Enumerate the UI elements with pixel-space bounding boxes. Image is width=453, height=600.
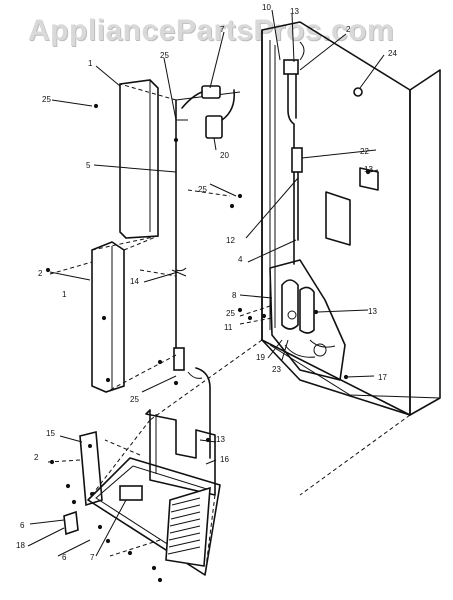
callout-13-lower: 13 — [368, 307, 377, 316]
callout-13-base: 13 — [216, 435, 225, 444]
control-components — [176, 85, 236, 139]
callout-2-left: 2 — [38, 269, 43, 278]
callout-25-right: 25 — [226, 309, 235, 318]
compressor-assembly — [269, 259, 346, 381]
callout-2-top: 2 — [346, 25, 351, 34]
callout-4: 4 — [238, 255, 243, 264]
callout-25-top: 25 — [160, 51, 169, 60]
callout-2-base: 2 — [34, 453, 39, 462]
callout-17: 17 — [378, 373, 387, 382]
base-grille — [87, 457, 221, 576]
callout-6-lower: 6 — [62, 553, 67, 562]
callout-10: 10 — [262, 3, 271, 12]
callout-12: 12 — [226, 236, 235, 245]
callout-18: 18 — [16, 541, 25, 550]
callout-19: 19 — [256, 353, 265, 362]
assembly-lines — [47, 83, 273, 576]
callout-8: 8 — [232, 291, 237, 300]
callout-6-upper: 6 — [20, 521, 25, 530]
small-plate — [63, 510, 79, 536]
callout-15: 15 — [46, 429, 55, 438]
callout-24: 24 — [388, 49, 397, 58]
callout-7-top: 7 — [220, 25, 225, 34]
callout-23: 23 — [272, 365, 281, 374]
callout-13-mid: 13 — [364, 165, 373, 174]
callout-1-upper: 1 — [88, 59, 93, 68]
callout-13-top: 13 — [290, 7, 299, 16]
callout-20: 20 — [220, 151, 229, 160]
callout-11: 11 — [224, 323, 233, 332]
insulation-strip-upper — [119, 79, 159, 239]
callout-leaders — [27, 9, 385, 557]
screws — [45, 103, 371, 583]
insulation-strip-lower — [91, 241, 125, 393]
callout-25-upper-left: 25 — [42, 95, 51, 104]
tubing-lines — [283, 41, 305, 265]
callout-16: 16 — [220, 455, 229, 464]
callout-25-lower: 25 — [130, 395, 139, 404]
callout-7-base: 7 — [90, 553, 95, 562]
drain-assembly — [173, 347, 211, 459]
mounting-bracket — [145, 409, 216, 496]
callout-1-lower: 1 — [62, 290, 67, 299]
cabinet-floor — [149, 339, 441, 496]
callout-5: 5 — [86, 161, 91, 170]
callout-14: 14 — [130, 277, 139, 286]
callout-labels: 1 1 2 2 2 4 5 6 6 7 7 8 10 11 12 13 13 1… — [16, 3, 397, 562]
callout-22: 22 — [360, 147, 369, 156]
callout-25-mid: 25 — [198, 185, 207, 194]
side-bracket — [79, 430, 103, 507]
